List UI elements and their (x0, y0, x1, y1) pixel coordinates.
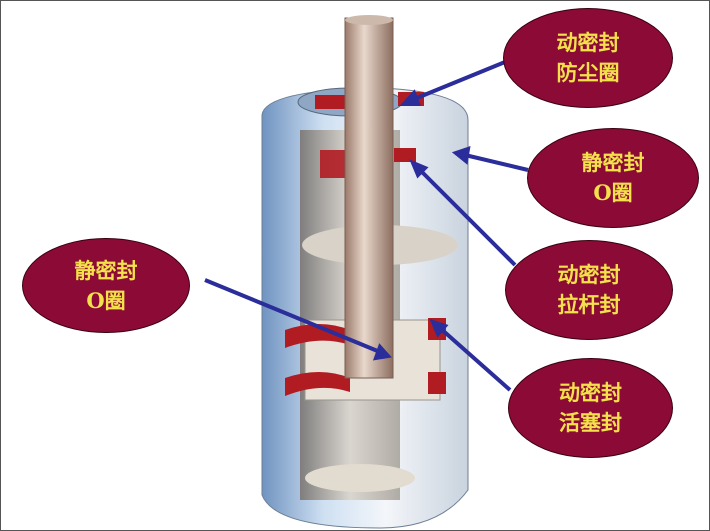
label-dynamic-seal-dust-ring: 动密封 防尘圈 (503, 8, 673, 108)
label-line1: 静密封 (74, 257, 138, 283)
label-dynamic-seal-rod-seal: 动密封 拉杆封 (505, 240, 673, 340)
pointer-arrows (204, 60, 529, 392)
label-line2: O圈 (593, 180, 633, 205)
label-line1: 静密封 (581, 150, 645, 175)
label-line2: 活塞封 (559, 410, 622, 435)
label-static-seal-o-ring-right: 静密封 O圈 (527, 128, 699, 228)
label-line2: O圈 (86, 287, 126, 313)
label-dynamic-seal-piston-seal: 动密封 活塞封 (508, 358, 673, 458)
label-line2: 防尘圈 (556, 60, 620, 85)
label-line2: 拉杆封 (557, 292, 621, 317)
label-line1: 动密封 (557, 262, 621, 287)
piston-rod (344, 15, 394, 379)
label-line1: 动密封 (556, 30, 620, 55)
label-line1: 动密封 (559, 380, 622, 405)
label-static-seal-o-ring-left: 静密封 O圈 (22, 238, 190, 333)
